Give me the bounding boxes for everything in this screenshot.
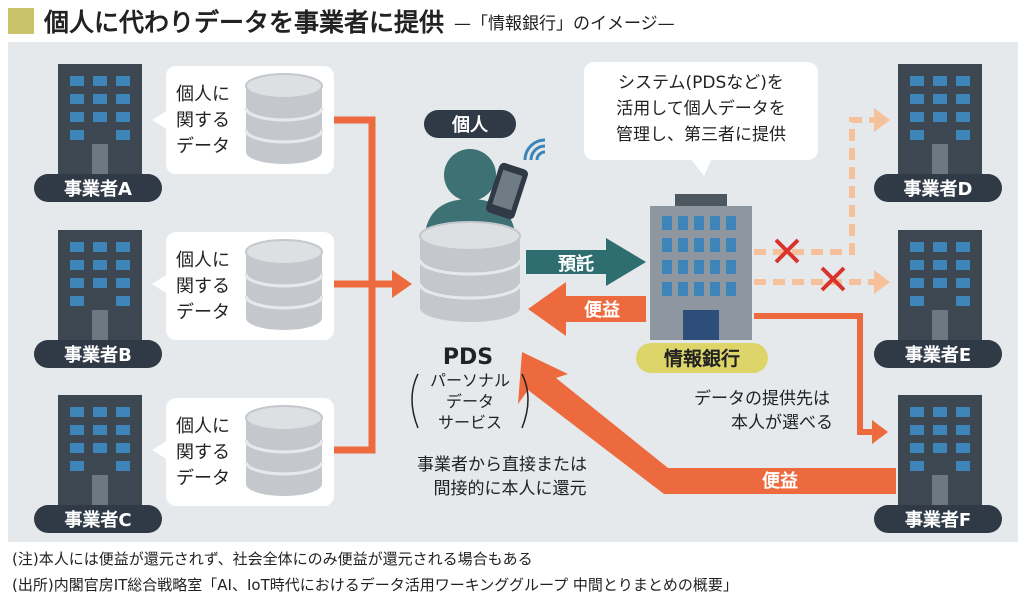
benefit-return-arrow: [518, 352, 896, 494]
title-marker: [8, 8, 34, 34]
pds-database-icon: [418, 221, 522, 322]
data-callout-c: 個人に 関する データ: [152, 398, 334, 506]
info-bank-label: 情報銀行: [664, 347, 740, 370]
blocked-x-icon: [820, 266, 846, 292]
callout-c-line-2: 関する: [176, 442, 230, 463]
info-bank-callout-line-1: システム(PDSなど)を: [618, 73, 784, 93]
arrow-into-pds: [392, 270, 412, 298]
company-a-label: 事業者A: [64, 178, 132, 200]
company-f: 事業者F: [874, 395, 1002, 533]
arrow-to-company-e: [874, 270, 890, 294]
company-e: 事業者E: [874, 230, 1002, 368]
data-callout-b: 個人に 関する データ: [152, 232, 334, 340]
entrust-arrow: [526, 238, 646, 286]
callout-c-line-3: データ: [176, 468, 230, 489]
callout-c-line-1: 個人に: [176, 416, 230, 437]
company-e-label: 事業者E: [905, 344, 971, 366]
wireless-icon: [523, 138, 546, 161]
info-bank-callout-line-3: 管理し、第三者に提供: [616, 125, 786, 145]
person-label: 個人: [451, 115, 489, 136]
entrust-label: 預託: [558, 253, 594, 275]
provider-note-line-1: データの提供先は: [694, 388, 830, 409]
page-subtitle: —「情報銀行」のイメージ—: [454, 13, 675, 34]
company-d: 事業者D: [874, 64, 1002, 202]
arrow-to-company-f: [872, 420, 888, 444]
source-note: (出所)内閣官房IT総合戦略室「AI、IoT時代におけるデータ活用ワーキンググル…: [12, 576, 738, 594]
provider-note-line-2: 本人が選べる: [731, 413, 833, 433]
callout-a-line-2: 関する: [176, 110, 230, 131]
pds-group: 個人 PDS パーソナル: [411, 110, 546, 432]
smartphone-icon: [486, 162, 528, 220]
info-bank-badge: [636, 343, 768, 373]
page-title: 個人に代わりデータを事業者に提供: [44, 8, 445, 37]
pds-sub-line-3: サービス: [438, 413, 502, 432]
blocked-x-icon: [774, 238, 800, 264]
title-bar: 個人に代わりデータを事業者に提供 —「情報銀行」のイメージ—: [0, 0, 1024, 42]
database-icon: [244, 72, 324, 166]
callout-a-line-1: 個人に: [176, 84, 230, 105]
footnote: (注)本人には便益が還元されず、社会全体にのみ便益が還元される場合もある: [12, 550, 533, 568]
data-callout-a: 個人に 関する データ: [152, 66, 334, 174]
person-badge: [424, 110, 516, 138]
company-c: 事業者C: [34, 395, 162, 533]
benefit-bottom-label: 便益: [762, 470, 798, 492]
database-icon: [244, 404, 324, 498]
pds-label: PDS: [443, 345, 493, 370]
info-bank-callout: システム(PDSなど)を 活用して個人データを 管理し、第三者に提供: [584, 62, 818, 176]
benefit-arrow: [528, 282, 646, 336]
pds-sub-line-2: データ: [446, 392, 494, 411]
database-icon: [244, 238, 324, 332]
info-bank-callout-line-2: 活用して個人データを: [616, 98, 786, 119]
callout-b-line-2: 関する: [176, 276, 230, 297]
company-a: 事業者A: [34, 64, 162, 202]
company-b-label: 事業者B: [64, 344, 132, 366]
return-note-line-2: 間接的に本人に還元: [434, 479, 587, 499]
callout-b-line-3: データ: [176, 302, 230, 323]
company-d-label: 事業者D: [904, 178, 973, 200]
callout-a-line-3: データ: [176, 136, 230, 157]
arrow-to-company-d: [874, 108, 890, 132]
callout-b-line-1: 個人に: [176, 250, 230, 271]
company-f-label: 事業者F: [905, 509, 971, 531]
pds-sub-line-1: パーソナル: [430, 371, 510, 390]
return-note-line-1: 事業者から直接または: [417, 455, 587, 475]
company-c-label: 事業者C: [64, 509, 131, 531]
benefit-label: 便益: [584, 299, 620, 321]
company-b: 事業者B: [34, 230, 162, 368]
info-bank-building: [650, 194, 752, 340]
